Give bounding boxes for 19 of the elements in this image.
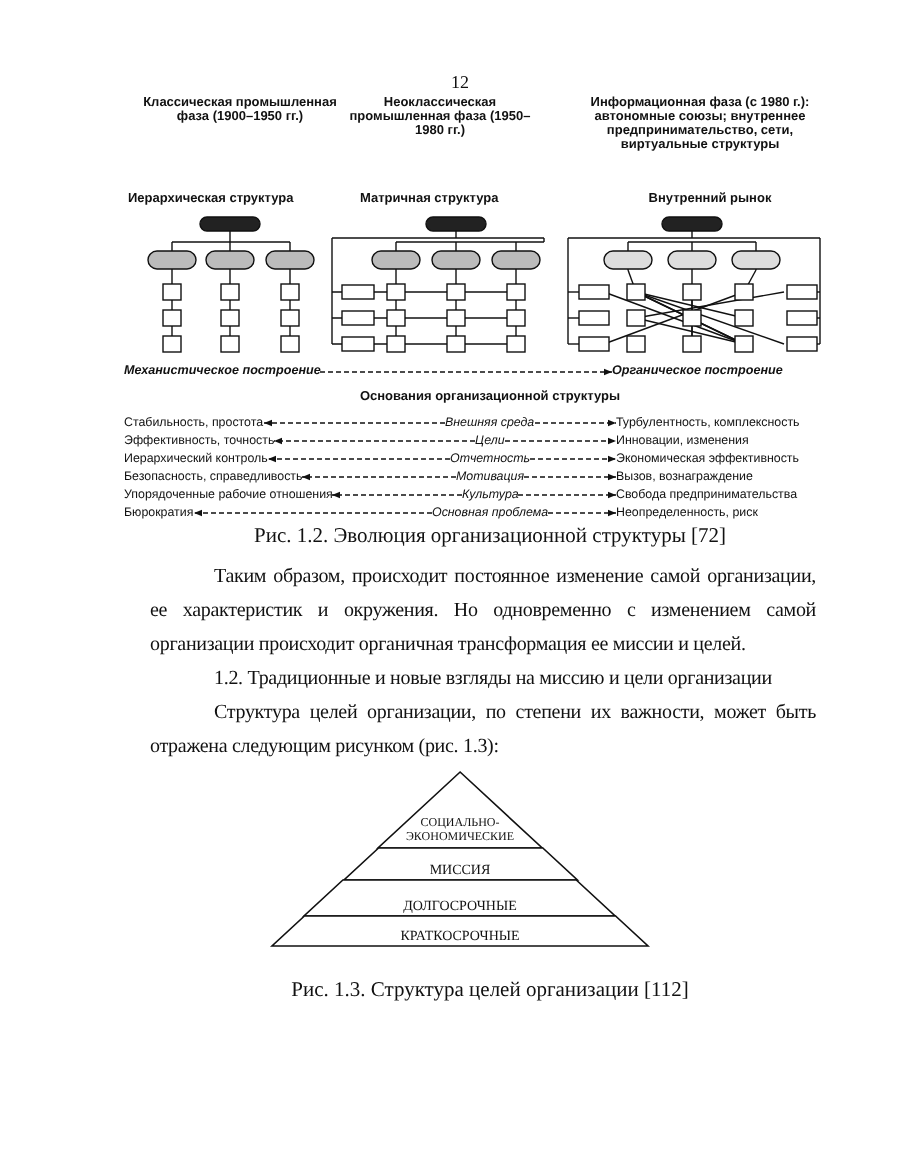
arrow [517,491,617,499]
arrow [319,368,613,376]
arrow [534,419,617,427]
figure-caption: Рис. 1.2. Эволюция организационной структуры [72] [251,526,728,548]
arrow [529,455,617,463]
arrow [331,491,463,499]
section-heading: 1.2. Традиционные и новые взгляды на миссию и цели организации [212,666,774,694]
arrow [547,509,617,517]
paragraph: Структура целей организации, по степени их важности, может быть отражена следующим рисунком (рис. 1.3): [150,700,816,762]
arrow [504,437,617,445]
arrow [273,437,476,445]
arrow [267,455,451,463]
arrow [193,509,433,517]
page-number: 12 [449,72,471,92]
arrow [301,473,457,481]
arrow [263,419,446,427]
figure-caption: Рис. 1.3. Структура целей организации [112] [289,980,691,1002]
arrow [523,473,617,481]
paragraph: Таким образом, происходит постоянное изменение самой организации, ее характеристик и окружения. Но одновременно с изменением самой организации происходит органичная трансформация ее миссии и целей. [150,564,816,660]
